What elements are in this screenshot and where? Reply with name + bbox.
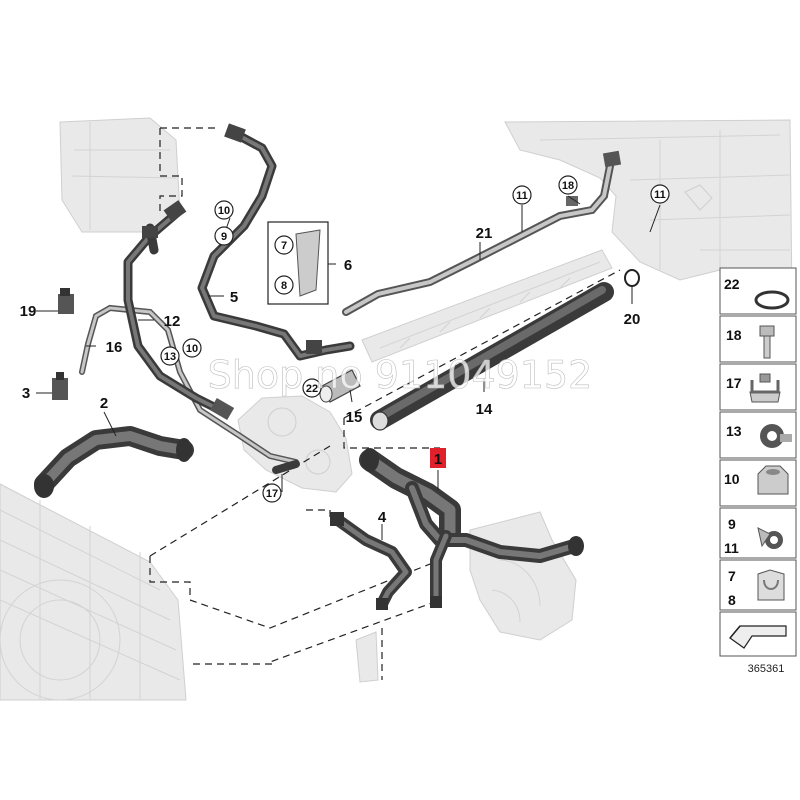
callout-16-label: 16 — [106, 339, 123, 356]
callout-13: 13 — [160, 346, 180, 366]
clamp-17-small — [272, 460, 300, 474]
sleeve-15 — [319, 369, 361, 403]
watermark-text: Shop no 911049152 — [208, 353, 593, 397]
legend-grommet-clip-icon — [760, 424, 792, 448]
expansion-tank-ghost — [59, 117, 181, 233]
callout-18: 18 — [558, 175, 578, 195]
callout-8: 8 — [274, 275, 294, 295]
callout-10b: 10 — [182, 338, 202, 358]
bracket-group-6 — [267, 221, 336, 305]
legend-direction-arrow-icon — [729, 625, 787, 649]
legend-bolt-icon — [759, 325, 775, 359]
callout-9-label: 9 — [221, 231, 227, 243]
thermostat-housing-ghost — [469, 511, 577, 641]
legend-17-label: 17 — [726, 375, 742, 391]
callout-11a: 11 — [512, 185, 532, 205]
callout-5-label: 5 — [230, 289, 238, 306]
callout-11a-label: 11 — [516, 190, 528, 202]
legend-13-label: 13 — [726, 423, 742, 439]
parts-legend: 22 18 17 13 10 9 11 — [719, 267, 797, 657]
hose-12 — [123, 200, 235, 421]
legend-7-label: 7 — [728, 568, 736, 584]
water-pump-ghost — [237, 395, 353, 493]
legend-9-label: 9 — [728, 516, 736, 532]
legend-11-label: 11 — [724, 540, 739, 556]
callout-21-label: 21 — [476, 225, 493, 242]
legend-bracket-clip-icon — [757, 569, 785, 601]
callout-2-label: 2 — [100, 395, 108, 412]
callout-13-label: 13 — [164, 351, 176, 363]
o-ring-20 — [624, 269, 640, 287]
callout-18-label: 18 — [562, 180, 574, 192]
tube-14 — [370, 282, 614, 431]
callout-15-label: 15 — [346, 409, 363, 426]
callout-22-label: 22 — [306, 383, 318, 395]
callout-9: 9 — [214, 226, 234, 246]
callout-1: 1 — [430, 448, 446, 468]
callout-19-label: 19 — [20, 303, 37, 320]
callout-14-label: 14 — [476, 401, 493, 418]
hose-4 — [330, 512, 412, 610]
diagram-id-label: 365361 — [748, 663, 785, 675]
callout-8-label: 8 — [281, 280, 287, 292]
engine-block-ghost — [504, 119, 793, 301]
callout-12-label: 12 — [164, 313, 181, 330]
callout-20-label: 20 — [624, 311, 641, 328]
legend-hose-clamp-icon — [749, 373, 781, 403]
pipe-21 — [342, 150, 622, 316]
callout-7-label: 7 — [281, 240, 287, 252]
sensor-3 — [52, 372, 68, 400]
legend-18-label: 18 — [726, 327, 742, 343]
callout-3-label: 3 — [22, 385, 30, 402]
callout-4-label: 4 — [378, 509, 387, 526]
intake-manifold-ghost — [361, 249, 613, 363]
coolant-line-16 — [79, 304, 299, 465]
legend-8-label: 8 — [728, 592, 736, 608]
callout-10a: 10 — [214, 200, 234, 220]
callout-22: 22 — [302, 378, 322, 398]
callout-17-label: 17 — [266, 488, 278, 500]
lower-fitting-ghost — [355, 631, 379, 683]
legend-10-label: 10 — [724, 471, 740, 487]
callout-10a-label: 10 — [218, 205, 230, 217]
hose-2 — [34, 426, 194, 498]
legend-22-label: 22 — [724, 276, 740, 292]
callout-10b-label: 10 — [186, 343, 198, 355]
legend-pipe-clip-icon — [757, 527, 783, 549]
callout-6-label: 6 — [344, 257, 352, 274]
legend-o-ring-icon — [754, 290, 790, 310]
callout-1-label: 1 — [434, 451, 442, 468]
callout-11b: 11 — [650, 184, 670, 204]
legend-nut-icon — [757, 465, 789, 495]
main-hose-1 — [359, 448, 584, 608]
callout-17: 17 — [262, 483, 282, 503]
callout-11b-label: 11 — [654, 189, 666, 201]
connector-19 — [58, 288, 74, 314]
callout-7: 7 — [274, 235, 294, 255]
radiator-ghost — [0, 483, 187, 701]
hose-5 — [197, 123, 355, 361]
